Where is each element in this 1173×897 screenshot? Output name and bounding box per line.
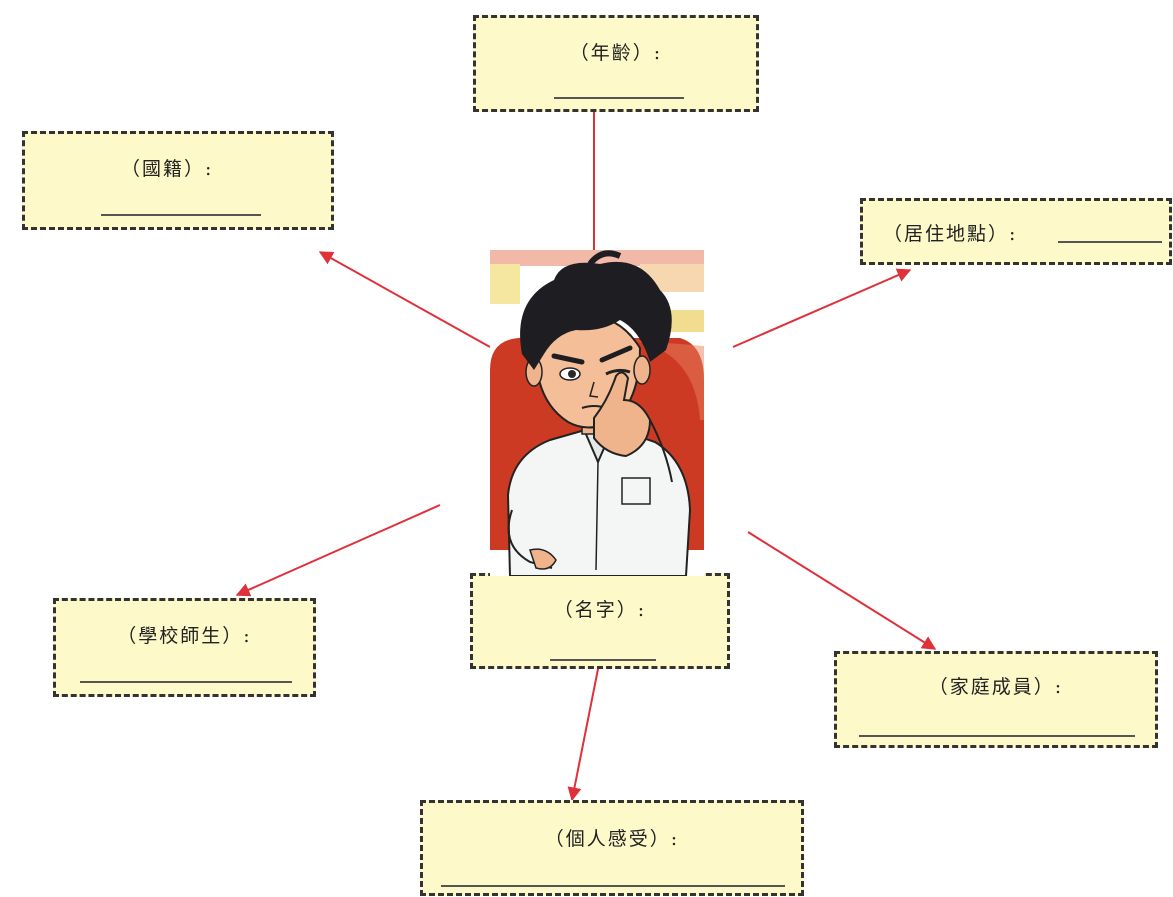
family-answer-line[interactable] bbox=[859, 735, 1135, 737]
arrow-to-residence bbox=[732, 268, 912, 348]
nationality-label: （國籍）: bbox=[121, 158, 214, 180]
residence-label: （居住地點）: bbox=[883, 223, 1018, 245]
age-box: （年齡）: bbox=[473, 15, 759, 112]
arrow-to-nationality bbox=[318, 251, 491, 348]
school-label: （學校師生）: bbox=[117, 625, 252, 647]
arrow-to-school bbox=[235, 504, 441, 597]
age-answer-line[interactable] bbox=[554, 97, 684, 99]
nationality-answer-line[interactable] bbox=[101, 214, 261, 216]
name-label: （名字）: bbox=[553, 599, 647, 621]
feelings-answer-line[interactable] bbox=[441, 885, 785, 887]
name-box: （名字）: bbox=[470, 573, 730, 669]
cartoon-boy-portrait bbox=[490, 250, 704, 576]
arrow-to-family bbox=[747, 531, 937, 650]
personal-feelings-box: （個人感受）: bbox=[420, 800, 804, 896]
school-teachers-students-box: （學校師生）: bbox=[53, 598, 316, 697]
residence-answer-line[interactable] bbox=[1058, 241, 1162, 243]
family-members-box: （家庭成員）: bbox=[834, 651, 1158, 748]
family-label: （家庭成員）: bbox=[928, 676, 1064, 698]
feelings-label: （個人感受）: bbox=[544, 828, 680, 850]
name-answer-line[interactable] bbox=[550, 659, 656, 661]
arrow-to-feelings bbox=[567, 668, 599, 802]
age-label: （年齡）: bbox=[569, 42, 663, 64]
school-answer-line[interactable] bbox=[80, 681, 292, 683]
nationality-box: （國籍）: bbox=[22, 131, 334, 230]
residence-box: （居住地點）: bbox=[860, 198, 1172, 265]
